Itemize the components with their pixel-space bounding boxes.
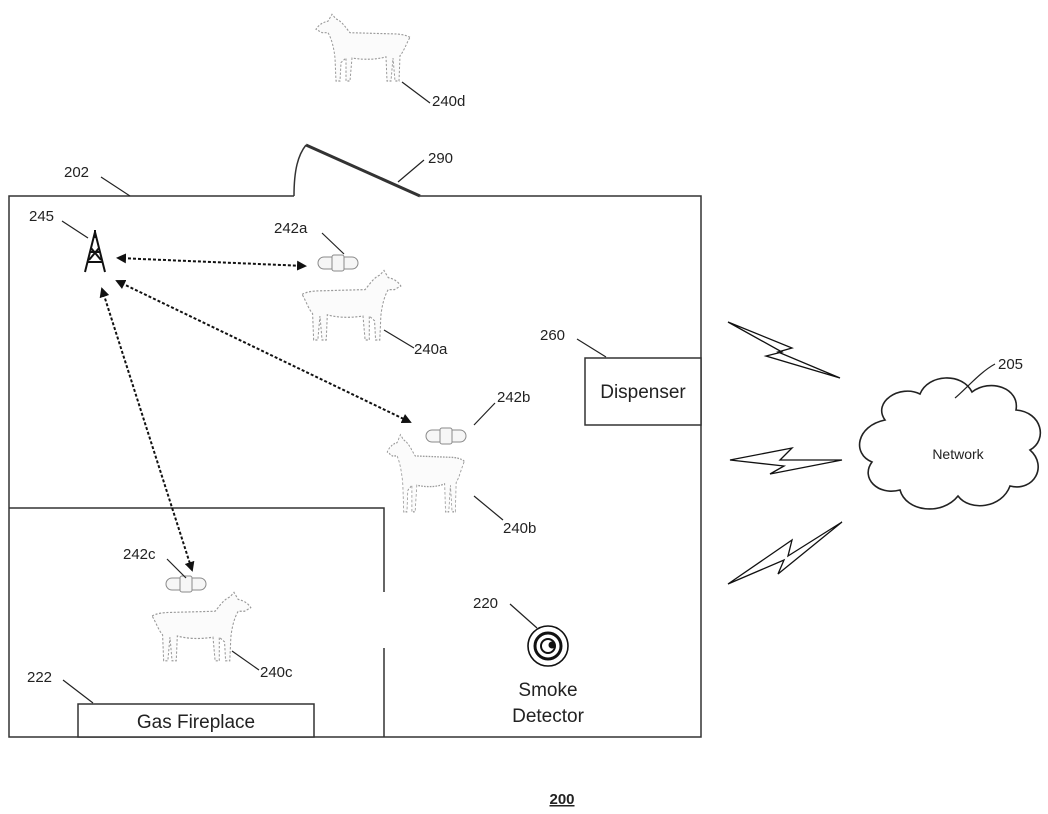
door-panel (305, 143, 421, 198)
dispenser-box (584, 357, 702, 426)
lightning-bolt-icon (729, 446, 843, 475)
network-label: Network (932, 446, 984, 462)
link-antenna-collar-b (115, 279, 412, 424)
fireplace-box (77, 703, 315, 738)
smoke-detector-label-line1: Smoke (518, 680, 577, 701)
ref-260: 260 (540, 327, 565, 344)
dispenser-label: Dispenser (600, 382, 686, 403)
lightning-bolt-icon (727, 521, 843, 585)
ref-240c: 240c (260, 664, 293, 681)
figure-number: 200 (549, 791, 574, 808)
ref-240d: 240d (432, 93, 465, 110)
collar-icon (165, 575, 207, 593)
smoke-detector-icon (527, 625, 569, 667)
ref-222: 222 (27, 669, 52, 686)
smoke-detector-label-line2: Detector (512, 706, 584, 727)
dog-silhouette-icon (151, 591, 252, 662)
link-antenna-collar-a (116, 253, 307, 271)
lightning-bolt-icon (727, 321, 841, 379)
ref-242c: 242c (123, 546, 156, 563)
link-antenna-collar-c (99, 287, 195, 572)
door-opening (293, 144, 307, 197)
fireplace-label: Gas Fireplace (137, 712, 255, 733)
ref-242b: 242b (497, 389, 530, 406)
ref-242a: 242a (274, 220, 308, 237)
dog-silhouette-icon (386, 433, 466, 513)
ref-205: 205 (998, 356, 1023, 373)
ref-290: 290 (428, 150, 453, 167)
collar-icon (317, 254, 359, 272)
ref-240b: 240b (503, 520, 536, 537)
collar-icon (425, 427, 467, 445)
ref-245: 245 (29, 208, 54, 225)
ref-240a: 240a (414, 341, 448, 358)
leader-lines (61, 81, 996, 704)
house-outline (8, 144, 702, 738)
dog-silhouette-icon (301, 269, 402, 341)
antenna-tower-icon (84, 230, 106, 273)
ref-220: 220 (473, 595, 498, 612)
ref-202: 202 (64, 164, 89, 181)
dog-silhouette-icon (315, 13, 411, 82)
cloud-icon (858, 377, 1041, 510)
